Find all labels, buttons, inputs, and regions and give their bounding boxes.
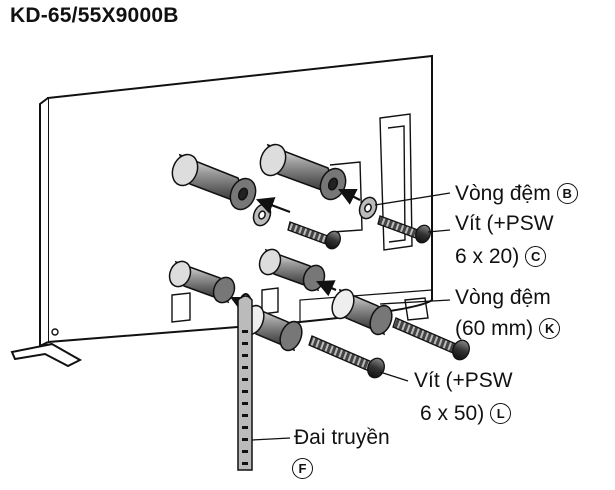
label-spacer-k-line2: (60 mm)K [455, 316, 561, 342]
spacer-lower-left [168, 260, 236, 304]
model-title: KD-65/55X9000B [10, 4, 179, 27]
label-spacer-k-line1: Vòng đệm [455, 285, 551, 311]
label-screw-l-line2-text: 6 x 50) [420, 402, 485, 425]
label-screw-l-line1-text: Vít (+PSW [414, 369, 513, 392]
label-washer-b-text: Vòng đệm [455, 182, 551, 205]
screw-c-right [377, 215, 431, 244]
arrows-upper [255, 189, 361, 214]
badge-f: F [292, 458, 313, 479]
label-spacer-k-line2-text: (60 mm) [455, 317, 534, 340]
label-screw-c-line1: Vít (+PSW [455, 211, 554, 237]
label-screw-l-line2: 6 x 50)L [420, 401, 512, 427]
label-spacer-k-line1-text: Vòng đệm [455, 286, 551, 309]
label-belt-f-line1: Đai truyền [294, 425, 390, 451]
panel-brackets [51, 113, 429, 336]
label-belt-f-line1-text: Đai truyền [294, 426, 390, 449]
spacer-upper-right [259, 143, 347, 201]
label-screw-c-line2: 6 x 20)C [455, 244, 547, 270]
screw-l-right [392, 317, 470, 361]
spacer-upper-left [171, 153, 257, 211]
tv-stand [10, 342, 83, 368]
label-belt-f-line2: F [292, 456, 313, 482]
leader-lines [251, 192, 451, 441]
belt-f [237, 293, 253, 471]
spacer-k [331, 288, 393, 336]
screw-l-left [308, 335, 385, 379]
label-screw-l-line1: Vít (+PSW [414, 368, 513, 394]
badge-k: K [539, 318, 561, 339]
label-screw-c-line2-text: 6 x 20) [455, 245, 520, 268]
badge-b: B [556, 183, 578, 204]
label-screw-c-line1-text: Vít (+PSW [455, 212, 554, 235]
badge-l: L [490, 403, 512, 424]
screw-c-left [287, 221, 341, 250]
badge-c: C [525, 246, 547, 267]
washer-b-right [358, 196, 378, 220]
